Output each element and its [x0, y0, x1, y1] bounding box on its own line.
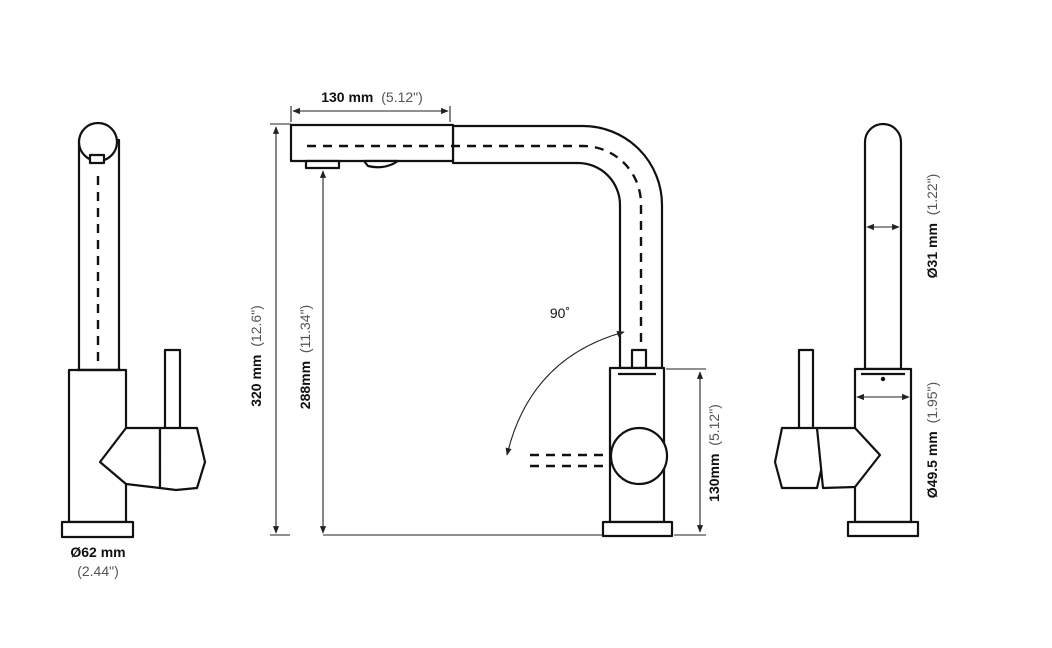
back-handle-left: [773, 426, 825, 490]
spout-diameter-label: Ø31 mm (1.22"): [924, 174, 940, 279]
total-height-label: 320 mm (12.6"): [248, 305, 264, 407]
back-handle-right: [815, 426, 882, 490]
side-spout-nut: [630, 348, 648, 370]
body-diameter-inch: (1.95"): [924, 382, 940, 424]
front-handle-left: [98, 426, 162, 490]
outlet-height-label: 288mm (11.34"): [297, 305, 313, 409]
back-body-dot: [880, 376, 886, 382]
spout-diameter-inch: (1.22"): [924, 174, 940, 216]
back-spout: [863, 122, 903, 371]
back-view: Ø31 mm (1.22") Ø49.5 mm (1.95"): [773, 122, 940, 538]
front-aerator: [88, 153, 106, 165]
total-height-value: 320 mm: [248, 355, 264, 407]
body-height-value: 130mm: [706, 454, 722, 502]
side-pullout-head: [289, 123, 455, 163]
side-view: 90˚ 130 mm (5.12") 320 mm (12.6") 288mm …: [248, 89, 722, 538]
spout-length-value: 130 mm: [321, 89, 373, 105]
back-base: [846, 520, 920, 538]
body-height-label: 130mm (5.12"): [706, 404, 722, 502]
front-lever: [163, 348, 182, 432]
side-rotation-arrow: [505, 330, 625, 456]
body-diameter-label: Ø49.5 mm (1.95"): [924, 382, 940, 498]
side-hidden-hose: [307, 144, 643, 350]
outlet-height-inch: (11.34"): [297, 305, 313, 353]
spout-diameter-value: Ø31 mm: [924, 223, 940, 278]
side-base: [601, 520, 674, 538]
front-handle-right: [158, 426, 207, 492]
side-handle: [609, 426, 669, 486]
spout-length-inch: (5.12"): [381, 89, 423, 105]
side-rotation-label: 90˚: [550, 305, 570, 321]
outlet-height-value: 288mm: [297, 361, 313, 409]
body-height-inch: (5.12"): [706, 404, 722, 446]
back-lever: [797, 348, 815, 432]
front-dia-base-value: Ø62 mm: [70, 544, 125, 560]
spout-length-label: 130 mm (5.12"): [321, 89, 423, 105]
front-spout: [77, 138, 121, 372]
front-view: Ø62 mm (2.44"): [60, 121, 207, 579]
side-spray-nozzle: [304, 159, 341, 170]
body-diameter-value: Ø49.5 mm: [924, 431, 940, 498]
front-base: [60, 520, 135, 539]
front-dia-base-inch: (2.44"): [77, 563, 119, 579]
total-height-inch: (12.6"): [248, 305, 264, 347]
side-spray-button: [362, 159, 400, 169]
side-spout-arm: [451, 124, 664, 370]
